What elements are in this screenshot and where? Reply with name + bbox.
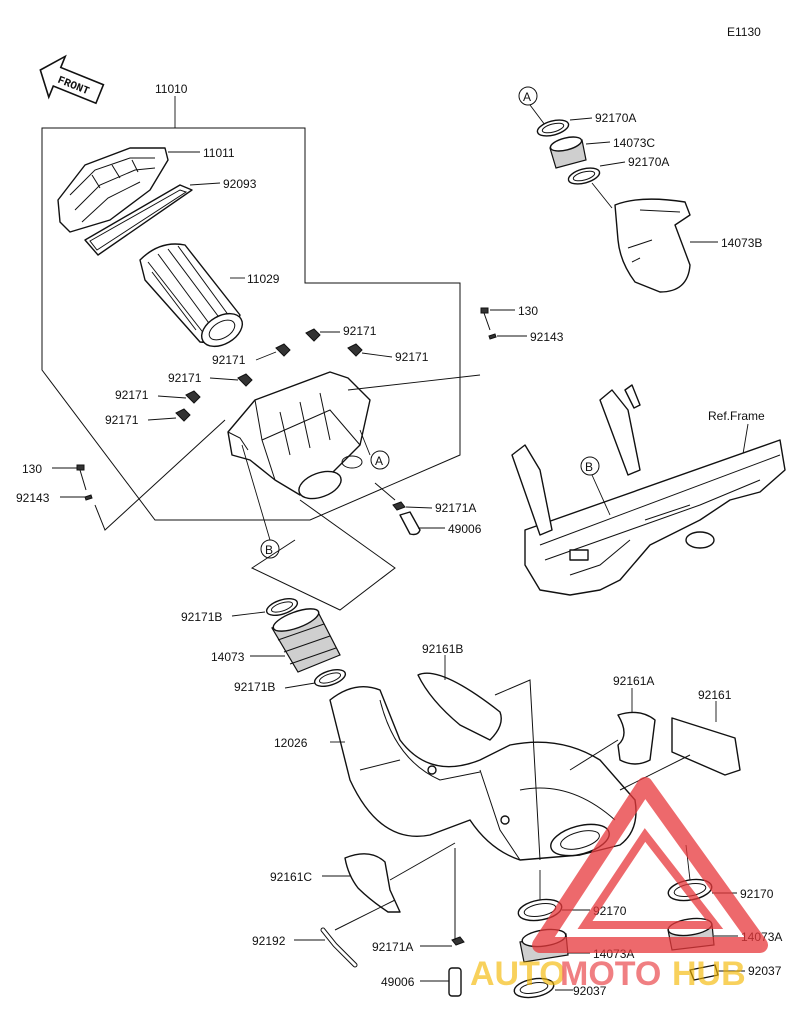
- label-92161: 92161: [698, 688, 732, 702]
- callout-b-housing: B: [260, 539, 280, 559]
- svg-text:A: A: [375, 454, 383, 468]
- pad-92161-part: [671, 717, 741, 776]
- label-11029: 11029: [247, 272, 280, 286]
- clamp-92171b-top-part: [265, 598, 299, 616]
- svg-text:HUB: HUB: [672, 955, 746, 993]
- label-92161c: 92161C: [270, 870, 312, 884]
- label-14073c: 14073C: [613, 136, 655, 150]
- label-92037-mid: 92037: [573, 984, 607, 998]
- diagram-code: E1130: [727, 25, 761, 39]
- label-130-left: 130: [22, 462, 42, 476]
- svg-text:AUTO: AUTO: [470, 955, 566, 993]
- assembly-bracket-11010: [41, 96, 461, 521]
- clip-part-group: [175, 328, 363, 422]
- clamp-92037-mid-part: [513, 977, 555, 999]
- hose-92192-part: [320, 899, 396, 968]
- pad-92161c-part: [344, 853, 401, 913]
- air-filter-element-part: [139, 243, 243, 348]
- callout-a-housing: A: [370, 450, 390, 470]
- label-92171-1: 92171: [343, 324, 377, 338]
- label-14073b: 14073B: [721, 236, 762, 250]
- label-92171-6: 92171: [105, 413, 139, 427]
- label-11011: 11011: [203, 146, 235, 160]
- label-92143-right: 92143: [530, 330, 564, 344]
- front-arrow-icon: FRONT: [39, 54, 105, 105]
- label-14073: 14073: [211, 650, 245, 664]
- label-92192: 92192: [252, 934, 286, 948]
- label-92170a-1: 92170A: [595, 111, 636, 125]
- label-92171a-bottom: 92171A: [372, 940, 413, 954]
- pad-92161a-part: [617, 711, 656, 765]
- svg-text:MOTO: MOTO: [560, 955, 661, 993]
- label-92171b-2: 92171B: [234, 680, 275, 694]
- svg-text:A: A: [523, 90, 531, 104]
- clamp-92170a-top-part: [536, 119, 570, 137]
- label-92037-right: 92037: [748, 964, 782, 978]
- pad-92161b-part: [417, 672, 502, 741]
- clamp-92170a-bottom-part: [567, 167, 601, 185]
- label-130-right: 130: [518, 304, 538, 318]
- bolt-right-part: [480, 307, 497, 340]
- label-11010: 11010: [155, 82, 188, 96]
- clamp-92171b-bottom-part: [313, 669, 347, 687]
- duct-14073b-part: [614, 198, 691, 293]
- label-49006-top: 49006: [448, 522, 482, 536]
- drain-cap-bottom-part: [448, 848, 465, 997]
- frame-part: [511, 384, 786, 596]
- bolt-left-part: [76, 464, 93, 501]
- clip-92037-right-part: [689, 964, 719, 981]
- air-cleaner-cover-part: [57, 147, 169, 233]
- callout-a-top: A: [518, 86, 538, 106]
- label-92171a-top: 92171A: [435, 501, 476, 515]
- label-92171-5: 92171: [115, 388, 149, 402]
- svg-text:B: B: [585, 460, 593, 474]
- drain-cap-top-part: [392, 501, 421, 536]
- watermark-logo: AUTO MOTO HUB: [470, 777, 768, 993]
- svg-text:B: B: [265, 543, 273, 557]
- callout-b-frame: B: [580, 456, 600, 476]
- label-92161b: 92161B: [422, 642, 463, 656]
- ref-frame-label: Ref.Frame: [708, 409, 765, 423]
- seal-ring-part: [84, 184, 193, 256]
- label-92171-3: 92171: [395, 350, 429, 364]
- label-92170a-2: 92170A: [628, 155, 669, 169]
- label-92143-left: 92143: [16, 491, 50, 505]
- label-49006-bottom: 49006: [381, 975, 415, 989]
- air-cleaner-housing-part: [227, 371, 371, 500]
- label-92171-2: 92171: [212, 353, 246, 367]
- label-92161a: 92161A: [613, 674, 654, 688]
- label-12026: 12026: [274, 736, 308, 750]
- duct-14073-part: [271, 608, 341, 673]
- label-92093: 92093: [223, 177, 257, 191]
- duct-14073c-part: [549, 136, 587, 169]
- label-92171b-1: 92171B: [181, 610, 222, 624]
- label-92170-right: 92170: [740, 887, 774, 901]
- label-92171-4: 92171: [168, 371, 202, 385]
